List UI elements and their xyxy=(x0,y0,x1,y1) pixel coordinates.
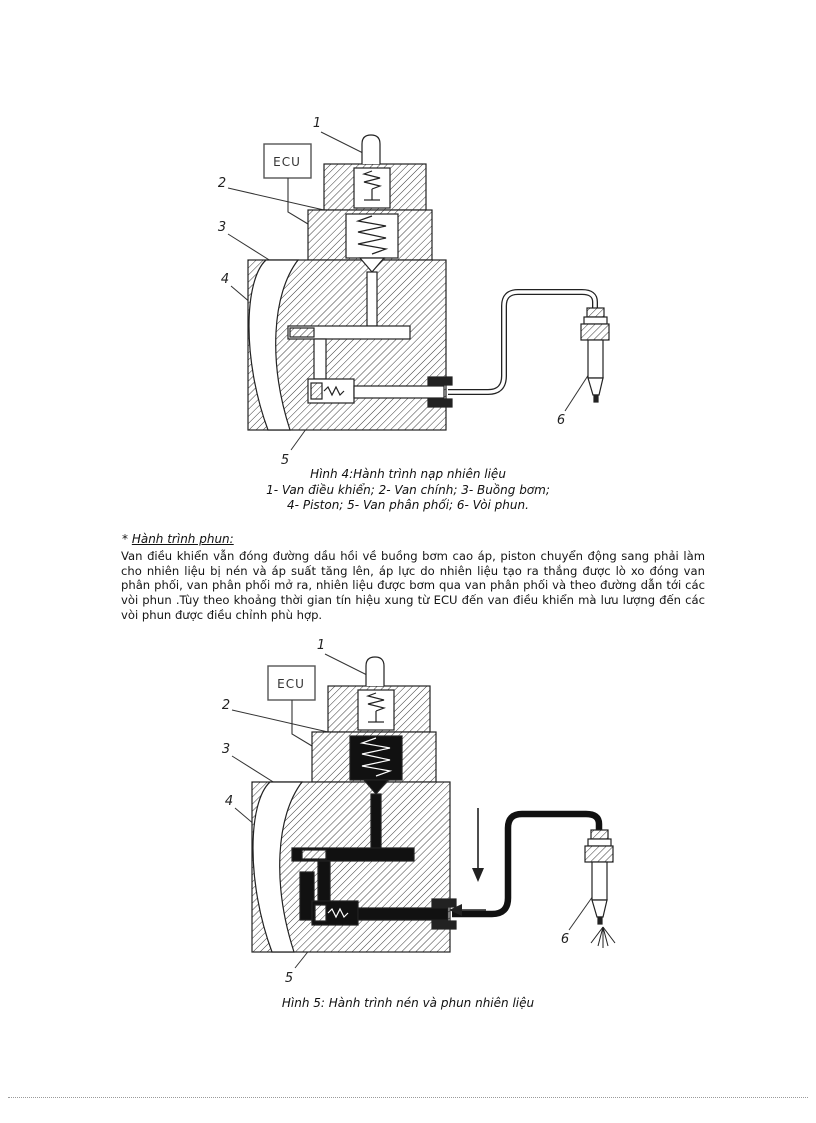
part-label-5: 5 xyxy=(285,971,293,986)
distributor-plug xyxy=(314,904,327,922)
figure5-caption: Hình 5: Hành trình nén và phun nhiên liệ… xyxy=(0,996,816,1012)
plunger-cap xyxy=(365,656,385,686)
outlet-channel xyxy=(357,907,449,921)
fuel-pipe xyxy=(452,810,603,918)
leader-6 xyxy=(568,895,594,931)
main-spring xyxy=(359,737,393,777)
flange-bolt-bottom xyxy=(431,920,457,930)
piston-channel xyxy=(287,325,411,340)
fuel-pipe-inner xyxy=(448,290,597,394)
leader-1 xyxy=(320,131,366,155)
valve-seat xyxy=(358,257,386,273)
page-footer-divider xyxy=(8,1097,808,1098)
vertical-duct xyxy=(370,793,382,849)
control-valve-cavity xyxy=(353,167,391,209)
part-label-3: 3 xyxy=(218,220,226,235)
flange-bolt-top xyxy=(427,376,453,386)
figure5-caption-title: Hình 5: Hành trình nén và phun nhiên liệ… xyxy=(281,996,535,1010)
flow-arrows xyxy=(449,808,486,916)
outlet-channel xyxy=(353,385,445,399)
figure4-diagram: ECU xyxy=(218,116,610,468)
part-label-3: 3 xyxy=(222,742,230,757)
distributor-plug xyxy=(310,382,323,400)
main-spring xyxy=(355,215,389,255)
plunger-cap xyxy=(361,134,381,164)
ecu-unit xyxy=(263,143,312,225)
part-label-6: 6 xyxy=(561,932,569,947)
part-label-1: 1 xyxy=(317,638,325,653)
ecu-wire xyxy=(291,700,313,747)
figure4-caption-legend-1: 1- Van điều khiển; 2- Van chính; 3- Buồn… xyxy=(266,482,550,497)
figure4-caption-legend-2: 4- Piston; 5- Van phân phối; 6- Vòi phun… xyxy=(287,498,529,512)
part-label-6: 6 xyxy=(557,413,565,428)
flow-arrow-left-head xyxy=(449,904,462,916)
leader-1 xyxy=(324,653,370,677)
drop-duct xyxy=(317,860,331,902)
injector xyxy=(580,307,610,403)
intake-duct xyxy=(252,781,304,953)
pump-assembly xyxy=(251,656,457,953)
leader-6 xyxy=(564,373,590,412)
part-label-4: 4 xyxy=(221,272,229,287)
valve-seat xyxy=(362,779,390,795)
piston xyxy=(289,327,315,338)
spring-chamber xyxy=(349,735,403,781)
figure5-diagram: ECU xyxy=(222,638,616,986)
ecu-box xyxy=(263,143,312,179)
leader-2 xyxy=(227,187,325,211)
part-label-1: 1 xyxy=(313,116,321,131)
control-valve-spring xyxy=(361,170,383,190)
vertical-duct xyxy=(366,271,378,327)
part-label-4: 4 xyxy=(225,794,233,809)
figure4-caption: Hình 4:Hành trình nạp nhiên liệu 1- Van … xyxy=(0,467,816,514)
spring-chamber xyxy=(345,213,399,259)
flange-bolt-top xyxy=(431,898,457,908)
section-heading-text: Hành trình phun: xyxy=(131,532,234,546)
ecu-text: ECU xyxy=(277,677,305,691)
ecu-wire xyxy=(287,178,309,225)
ecu-unit xyxy=(267,665,316,747)
flange-bolt-bottom xyxy=(427,398,453,408)
part-label-2: 2 xyxy=(218,176,226,191)
drop-duct xyxy=(313,338,327,380)
intake-duct xyxy=(248,259,300,431)
piston xyxy=(301,849,327,860)
control-valve-spring xyxy=(365,692,387,712)
section-heading: * Hành trình phun: xyxy=(122,532,234,546)
part-label-5: 5 xyxy=(281,453,289,468)
fuel-pipe-outer xyxy=(448,289,598,395)
section-paragraph: Van điều khiển vẫn đóng đường dầu hồi về… xyxy=(121,549,705,622)
part-labels: 1 2 3 4 5 6 xyxy=(222,638,569,986)
figure4-caption-title: Hình 4:Hành trình nạp nhiên liệu xyxy=(310,467,506,481)
part-label-2: 2 xyxy=(222,698,230,713)
control-valve-cavity xyxy=(357,689,395,731)
flow-arrow-down-head xyxy=(472,868,484,882)
section-heading-marker: * xyxy=(122,532,132,546)
distributor-spring xyxy=(323,385,345,397)
part-labels: 1 2 3 4 5 6 xyxy=(218,116,565,468)
spray-lines xyxy=(590,926,616,948)
distributor-spring xyxy=(327,907,349,919)
ecu-text: ECU xyxy=(273,155,301,169)
elbow-duct xyxy=(299,871,315,921)
pump-assembly xyxy=(247,134,453,431)
leader-2 xyxy=(231,709,329,733)
injector xyxy=(584,829,614,925)
